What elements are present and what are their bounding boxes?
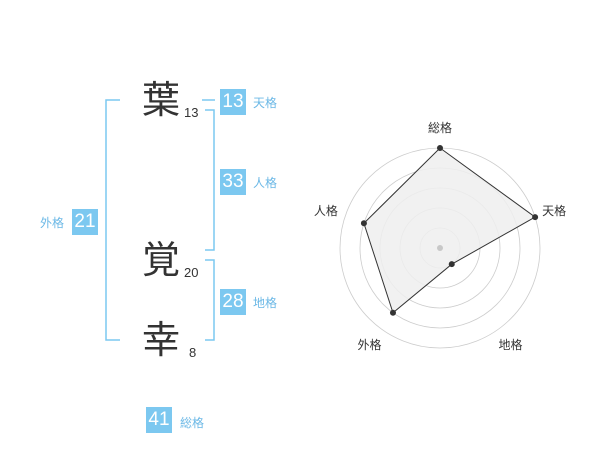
radar-axis-label-0: 総格 bbox=[428, 120, 452, 135]
radar-point-4 bbox=[360, 220, 367, 227]
radar-point-3 bbox=[389, 309, 396, 316]
radar-axis-label-2: 地格 bbox=[499, 337, 523, 352]
chikaku-value: 28 bbox=[220, 289, 246, 315]
gaikaku-value: 21 bbox=[72, 209, 98, 235]
name-char-1: 葉 bbox=[141, 78, 180, 122]
soukaku-label: 総格 bbox=[180, 416, 205, 430]
radar-point-2 bbox=[448, 261, 455, 268]
soukaku-value: 41 bbox=[146, 407, 172, 433]
radar-axis-label-1: 天格 bbox=[542, 203, 566, 218]
name-char-3-strokes: 8 bbox=[189, 345, 197, 360]
tenkaku-value: 13 bbox=[220, 89, 246, 115]
jinkaku-label: 人格 bbox=[253, 176, 278, 190]
radar-center-dot bbox=[437, 245, 443, 251]
gaikaku-bracket bbox=[105, 99, 120, 341]
name-char-1-strokes: 13 bbox=[184, 105, 199, 120]
radar-point-1 bbox=[532, 214, 539, 221]
radar-point-0 bbox=[437, 145, 443, 151]
chikaku-label: 地格 bbox=[253, 296, 278, 310]
name-char-3: 幸 bbox=[141, 318, 180, 362]
name-char-2-strokes: 20 bbox=[184, 265, 199, 280]
radar-polygon bbox=[363, 147, 537, 314]
chikaku-bracket bbox=[205, 259, 215, 341]
name-char-2: 覚 bbox=[141, 238, 180, 282]
gaikaku-label: 外格 bbox=[40, 216, 65, 230]
tenkaku-label: 天格 bbox=[253, 96, 278, 110]
radar-axis-label-3: 外格 bbox=[357, 337, 381, 352]
radar-axis-label-4: 人格 bbox=[314, 203, 338, 218]
jinkaku-value: 33 bbox=[220, 169, 246, 195]
jinkaku-bracket bbox=[205, 109, 215, 251]
